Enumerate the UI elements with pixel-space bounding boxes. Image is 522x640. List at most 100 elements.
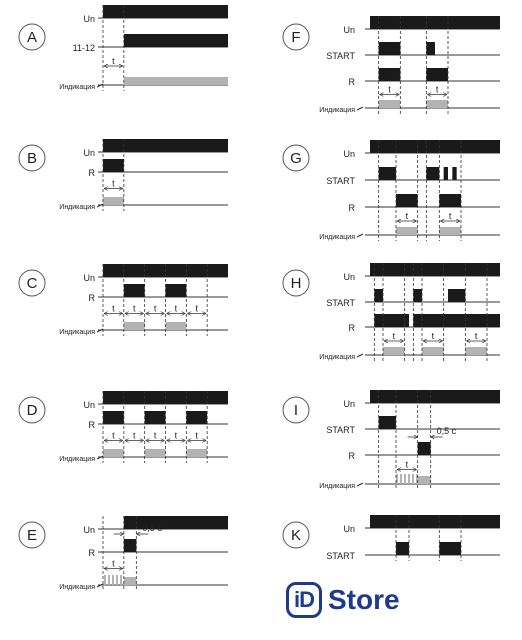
signal-pulse [370, 390, 500, 403]
signal-pulse [396, 194, 418, 207]
t-interval-label: t [175, 431, 178, 441]
panel-letter-circle [18, 521, 46, 549]
signal-pulse [370, 515, 500, 528]
panel-letter: D [27, 402, 38, 419]
signal-pulse [186, 411, 208, 424]
row-label-indication: Индикация [59, 204, 95, 211]
row-label-un: Un [343, 149, 355, 159]
indication-shade [123, 577, 137, 585]
panel-letter: A [27, 29, 37, 46]
row-label-r: R [89, 420, 96, 430]
row-label-un: Un [83, 14, 95, 24]
signal-pulse [374, 314, 409, 327]
panel-letter: G [290, 150, 302, 167]
signal-pulse [396, 542, 409, 555]
signal-pulse [448, 289, 466, 302]
t-interval-label: t [406, 460, 409, 470]
row-label-indication: Индикация [319, 483, 355, 490]
panel-letter-circle [282, 23, 310, 51]
signal-pulse [123, 539, 137, 552]
panel-letter-circle [282, 521, 310, 549]
signal-pulse [103, 159, 124, 172]
t-interval-label: t [432, 331, 435, 341]
row-label-indication: Индикация [319, 354, 355, 361]
panel-letter: E [27, 527, 37, 544]
signal-pulse [426, 42, 435, 55]
half-second-label: 0,5 c [437, 426, 457, 436]
indication-shade [422, 347, 444, 355]
signal-pulse [413, 289, 422, 302]
indication-switch-icon [356, 482, 364, 487]
logo-word: Store [328, 584, 400, 615]
t-interval-label: t [475, 331, 478, 341]
panel-letter-circle [18, 396, 46, 424]
row-label-indication: Индикация [59, 584, 95, 591]
row-label-r: R [349, 203, 356, 213]
panel-letter: C [27, 275, 38, 292]
row-label-indication: Индикация [59, 329, 95, 336]
row-label-un: Un [83, 273, 95, 283]
signal-pulse [123, 516, 228, 529]
signal-pulse [443, 167, 448, 180]
panel-letter-circle [18, 144, 46, 172]
idstore-logo: iD Store [286, 578, 400, 622]
t-interval-label: t [112, 56, 115, 66]
row-label-un: Un [343, 272, 355, 282]
signal-pulse [103, 139, 228, 152]
signal-pulse [165, 284, 187, 297]
row-label-r: R [89, 293, 96, 303]
t-interval-label: t [112, 179, 115, 189]
indication-shade [396, 227, 418, 235]
indication-shade [426, 100, 448, 108]
indication-shade [378, 100, 401, 108]
row-label-un: Un [343, 25, 355, 35]
indication-blink [103, 575, 124, 585]
t-interval-label: t [112, 559, 115, 569]
indication-switch-icon [356, 353, 364, 358]
indication-shade [439, 227, 461, 235]
panel-letter-circle [18, 23, 46, 51]
row-label-indication: Индикация [59, 456, 95, 463]
signal-pulse [417, 442, 431, 455]
row-label-start: START [326, 176, 355, 186]
indication-shade [103, 197, 124, 205]
signal-pulse [426, 167, 440, 180]
panel-letter: H [291, 275, 302, 292]
t-interval-label: t [133, 304, 136, 314]
t-interval-label: t [393, 331, 396, 341]
signal-pulse [123, 284, 145, 297]
panel-letter-circle [18, 269, 46, 297]
indication-shade [383, 347, 405, 355]
signal-pulse [374, 289, 383, 302]
indication-shade [123, 322, 145, 330]
signal-pulse [103, 5, 228, 18]
indication-shade [123, 77, 228, 85]
signal-pulse [370, 16, 500, 29]
indication-blink [396, 474, 418, 484]
logo-badge-text: iD [294, 587, 315, 612]
t-interval-label: t [195, 431, 198, 441]
signal-pulse [378, 68, 401, 81]
row-label-un: Un [343, 524, 355, 534]
signal-pulse [378, 167, 396, 180]
t-interval-label: t [133, 431, 136, 441]
t-interval-label: t [112, 304, 115, 314]
indication-shade [417, 476, 431, 484]
signal-pulse [452, 167, 457, 180]
signal-pulse [103, 411, 124, 424]
row-label-start: START [326, 51, 355, 61]
row-label-r: R [89, 548, 96, 558]
signal-pulse [370, 140, 500, 153]
row-label-start: START [326, 425, 355, 435]
row-label-un: Un [343, 399, 355, 409]
signal-pulse [370, 263, 500, 276]
t-interval-label: t [154, 431, 157, 441]
row-label-indication: Индикация [59, 84, 95, 91]
indication-shade [465, 347, 487, 355]
